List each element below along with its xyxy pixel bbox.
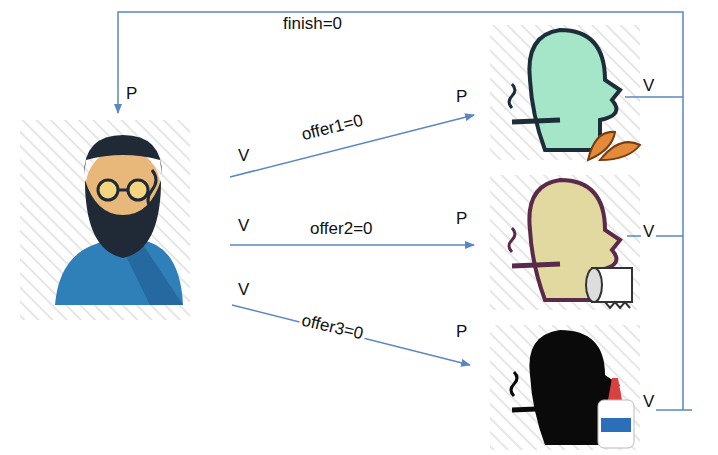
operation-label: V (641, 392, 656, 412)
operation-label: V (236, 280, 251, 300)
variable-label: finish=0 (281, 14, 344, 34)
variable-label: offer2=0 (308, 219, 375, 239)
variable-label: offer3=0 (298, 310, 367, 344)
operation-label: V (641, 76, 656, 96)
operation-label: P (454, 87, 469, 107)
operation-label: V (236, 146, 251, 166)
operation-label: P (454, 209, 469, 229)
operation-label: P (124, 84, 139, 104)
operation-label: V (641, 222, 656, 242)
operation-label: P (454, 322, 469, 342)
operation-label: V (236, 216, 251, 236)
variable-label: offer1=0 (298, 110, 367, 146)
